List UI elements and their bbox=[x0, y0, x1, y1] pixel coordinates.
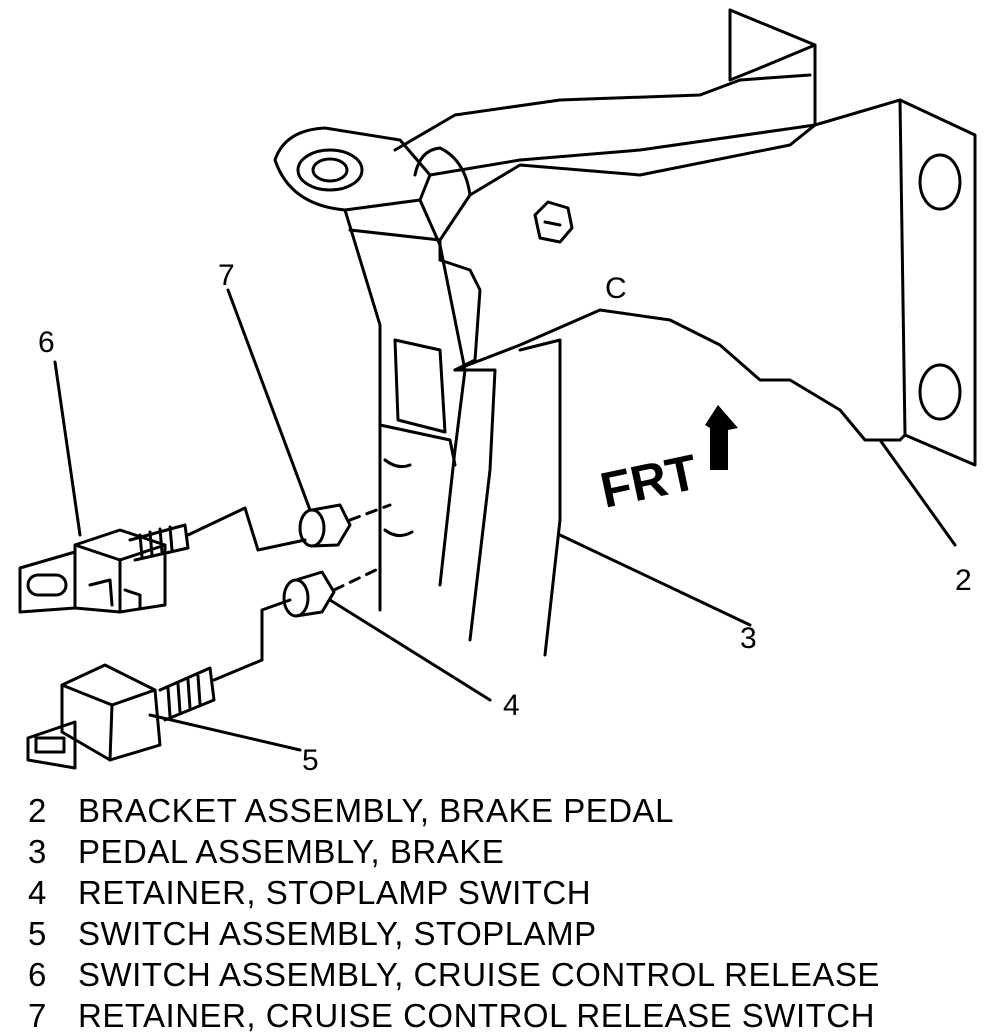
legend-item: 6 SWITCH ASSEMBLY, CRUISE CONTROL RELEASE bbox=[28, 954, 988, 995]
leader-lines bbox=[53, 288, 957, 752]
legend-item: 4 RETAINER, STOPLAMP SWITCH bbox=[28, 872, 988, 913]
retainer-stoplamp-switch bbox=[282, 566, 382, 618]
parts-legend: 2 BRACKET ASSEMBLY, BRAKE PEDAL 3 PEDAL AS… bbox=[28, 790, 988, 1036]
legend-item: 7 RETAINER, CRUISE CONTROL RELEASE SWITCH bbox=[28, 995, 988, 1036]
bracket-assembly bbox=[348, 8, 977, 467]
legend-number: 7 bbox=[28, 997, 47, 1034]
callout-7: 7 bbox=[218, 259, 235, 292]
casting-mark: C bbox=[605, 272, 627, 305]
legend-text: SWITCH ASSEMBLY, STOPLAMP bbox=[78, 915, 597, 952]
pedal-assembly bbox=[273, 126, 752, 657]
legend-text: PEDAL ASSEMBLY, BRAKE bbox=[78, 833, 505, 870]
legend-item: 2 BRACKET ASSEMBLY, BRAKE PEDAL bbox=[28, 790, 988, 831]
callout-6: 6 bbox=[38, 326, 55, 359]
frt-label: FRT bbox=[595, 444, 702, 519]
legend-number: 5 bbox=[28, 915, 47, 952]
front-arrow-icon bbox=[705, 405, 738, 470]
retainer-cruise-switch bbox=[298, 503, 392, 548]
legend-text: RETAINER, CRUISE CONTROL RELEASE SWITCH bbox=[78, 997, 875, 1034]
legend-number: 2 bbox=[28, 792, 47, 829]
legend-text: SWITCH ASSEMBLY, CRUISE CONTROL RELEASE bbox=[78, 956, 880, 993]
legend-text: BRACKET ASSEMBLY, BRAKE PEDAL bbox=[78, 792, 674, 829]
cruise-control-switch bbox=[18, 506, 307, 614]
stoplamp-switch bbox=[26, 598, 292, 770]
callout-4: 4 bbox=[503, 689, 520, 722]
legend-item: 3 PEDAL ASSEMBLY, BRAKE bbox=[28, 831, 988, 872]
legend-number: 4 bbox=[28, 874, 47, 911]
legend-item: 5 SWITCH ASSEMBLY, STOPLAMP bbox=[28, 913, 988, 954]
brake-pedal-diagram: FRT C 2 3 4 5 6 7 bbox=[18, 8, 977, 777]
bolt-head bbox=[533, 200, 574, 244]
callout-2: 2 bbox=[955, 564, 972, 597]
legend-number: 3 bbox=[28, 833, 47, 870]
legend-text: RETAINER, STOPLAMP SWITCH bbox=[78, 874, 592, 911]
legend-number: 6 bbox=[28, 956, 47, 993]
callout-3: 3 bbox=[740, 622, 757, 655]
callout-5: 5 bbox=[302, 744, 319, 777]
